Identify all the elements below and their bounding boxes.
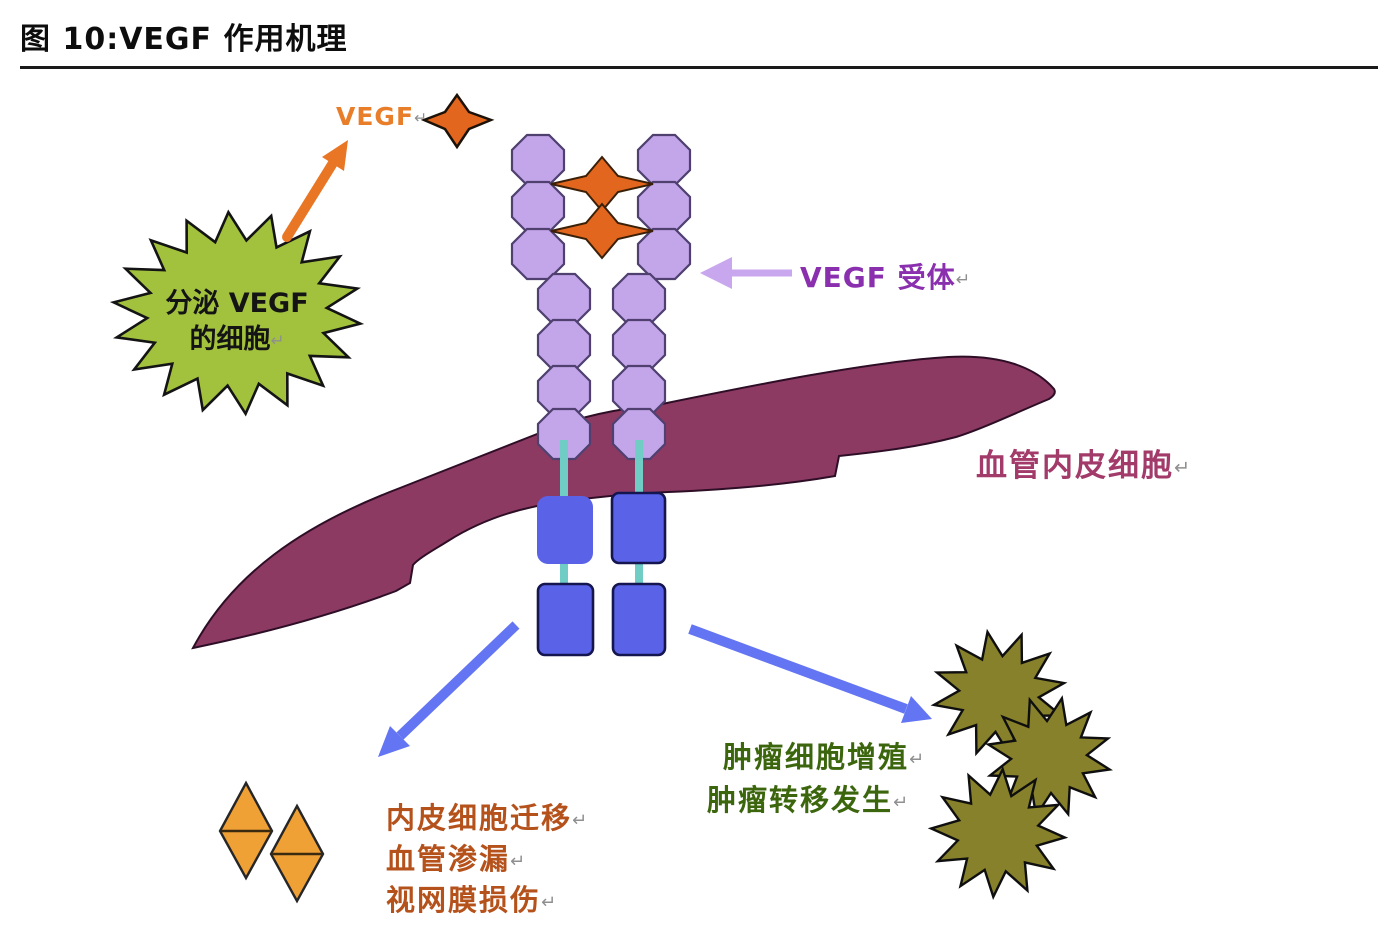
receptor-domain-octagon: [636, 227, 692, 281]
return-mark: ↵: [893, 792, 909, 813]
return-mark: ↵: [510, 851, 526, 872]
kinase-domain-rect: [537, 496, 593, 564]
secreting-cell-label: 分泌 VEGF 的细胞↵: [165, 286, 308, 358]
secreting-cell-shape: [109, 209, 365, 417]
receptor-domain-octagon: [636, 133, 692, 187]
right-outcome-2: 肿瘤转移发生: [707, 783, 894, 817]
vegf-label: VEGF↵: [336, 102, 427, 131]
vegf-receptor-label-text: VEGF 受体: [800, 261, 956, 294]
figure-title: 图 10:VEGF 作用机理: [20, 22, 348, 57]
vegf-molecule-icon: [420, 92, 495, 150]
return-mark: ↵: [270, 330, 285, 350]
bound-vegf-molecule-icon: [550, 202, 654, 260]
right-outcome-line: 肿瘤转移发生↵: [707, 780, 924, 823]
right-outcome-line: 肿瘤细胞增殖↵: [707, 737, 924, 780]
endothelial-cell-label: 血管内皮细胞↵: [976, 440, 1190, 485]
left-outcome-line: 内皮细胞迁移↵: [386, 799, 587, 840]
bound-vegf-molecule-icon: [550, 155, 654, 213]
left-outcome-line: 视网膜损伤↵: [386, 881, 587, 922]
receptor-pointer-arrow: [700, 257, 792, 289]
secreting-cell-line2-wrap: 的细胞↵: [165, 322, 308, 358]
vegf-label-text: VEGF: [336, 102, 415, 131]
vegf-receptor-label: VEGF 受体↵: [800, 256, 970, 296]
receptor-domain-octagon: [611, 318, 667, 372]
kinase-domain-rect: [536, 582, 595, 657]
right-outcomes-label: 肿瘤细胞增殖↵ 肿瘤转移发生↵: [707, 737, 924, 823]
signal-arrow-left: [378, 621, 520, 757]
return-mark: ↵: [414, 109, 428, 127]
secreting-cell-line2: 的细胞: [189, 324, 271, 355]
return-mark: ↵: [541, 892, 557, 913]
receptor-domain-octagon: [510, 133, 566, 187]
left-outcome-1: 内皮细胞迁移: [386, 801, 573, 835]
left-outcome-2: 血管渗漏: [386, 842, 511, 876]
receptor-domain-octagon: [510, 180, 566, 234]
outcome-diamond-icon: [218, 780, 274, 881]
receptor-domain-octagon: [536, 318, 592, 372]
kinase-domain-rect: [611, 582, 667, 657]
signal-arrow-right: [688, 624, 932, 723]
tumor-cell-shape: [927, 765, 1069, 901]
right-outcome-1: 肿瘤细胞增殖: [723, 740, 910, 774]
vegf-secretion-arrow: [282, 140, 348, 242]
left-outcomes-label: 内皮细胞迁移↵ 血管渗漏↵ 视网膜损伤↵: [386, 799, 587, 922]
return-mark: ↵: [955, 270, 971, 290]
secreting-cell-line1: 分泌 VEGF: [165, 288, 309, 319]
receptor-domain-octagon: [611, 272, 667, 326]
endothelial-membrane-shape: [191, 355, 1056, 650]
left-outcome-3: 视网膜损伤: [386, 883, 542, 917]
title-divider: [20, 66, 1378, 69]
kinase-domain-rect: [610, 491, 667, 565]
receptor-domain-octagon: [536, 272, 592, 326]
left-outcome-line: 血管渗漏↵: [386, 840, 587, 881]
return-mark: ↵: [1174, 456, 1191, 479]
receptor-domain-octagon: [636, 180, 692, 234]
receptor-domain-octagon: [510, 227, 566, 281]
outcome-diamond-icon: [269, 803, 325, 904]
return-mark: ↵: [909, 749, 925, 770]
return-mark: ↵: [572, 810, 588, 831]
endothelial-cell-label-text: 血管内皮细胞: [976, 448, 1174, 484]
